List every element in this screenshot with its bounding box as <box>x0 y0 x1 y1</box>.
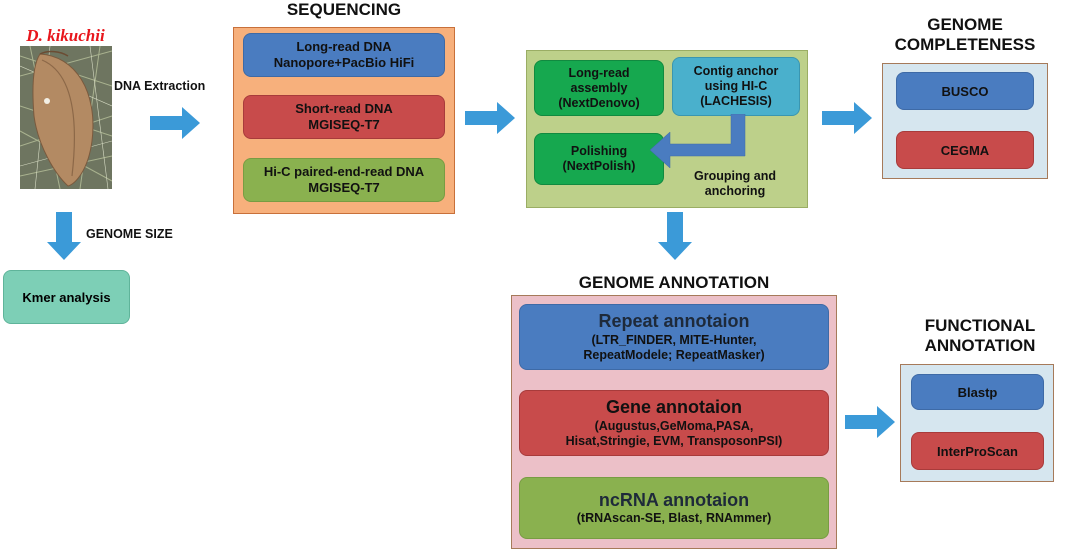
repeat-annotation-line2: RepeatModele; RepeatMasker) <box>583 347 765 362</box>
busco-label: BUSCO <box>941 83 989 99</box>
cegma-label: CEGMA <box>940 142 990 158</box>
grouping-anchoring-arrow <box>649 114 746 169</box>
ncrna-annotation-title: ncRNA annotaion <box>598 489 750 510</box>
completeness-title: GENOME COMPLETENESS <box>870 15 1060 56</box>
arrow-to-functional <box>845 406 895 438</box>
kmer-analysis-label: Kmer analysis <box>22 289 111 305</box>
completeness-title-line2: COMPLETENESS <box>894 35 1036 55</box>
polishing-box: Polishing (NextPolish) <box>534 133 664 185</box>
arrow-to-sequencing <box>150 107 200 139</box>
functional-title-line2: ANNOTATION <box>924 336 1036 356</box>
grouping-line2: anchoring <box>704 184 766 198</box>
dna-extraction-label: DNA Extraction <box>114 79 206 93</box>
long-read-line1: Long-read DNA <box>296 39 392 55</box>
annotation-title: GENOME ANNOTATION <box>578 273 770 292</box>
short-read-line1: Short-read DNA <box>295 101 393 117</box>
contig-anchor-box: Contig anchor using HI-C (LACHESIS) <box>672 57 800 116</box>
ncrna-annotation-box: ncRNA annotaion (tRNAscan-SE, Blast, RNA… <box>519 477 829 539</box>
blastp-label: Blastp <box>957 384 998 400</box>
blastp-box: Blastp <box>911 374 1044 410</box>
hic-dna-box: Hi-C paired-end-read DNA MGISEQ-T7 <box>243 158 445 202</box>
long-read-assembly-box: Long-read assembly (NextDenovo) <box>534 60 664 116</box>
contig-line1: Contig anchor <box>693 64 779 78</box>
cegma-box: CEGMA <box>896 131 1034 169</box>
gene-annotation-line2: Hisat,Stringie, EVM, TransposonPSI) <box>565 433 783 448</box>
interproscan-label: InterProScan <box>937 443 1018 459</box>
repeat-annotation-box: Repeat annotaion (LTR_FINDER, MITE-Hunte… <box>519 304 829 370</box>
arrow-to-assembly <box>465 102 515 134</box>
polishing-line2: (NextPolish) <box>562 159 636 173</box>
arrow-to-completeness <box>822 102 872 134</box>
arrow-to-annotation <box>658 212 692 260</box>
assembly-line3: (NextDenovo) <box>558 95 640 110</box>
grouping-line1: Grouping and <box>694 169 776 183</box>
sequencing-title: SEQUENCING <box>286 0 402 19</box>
completeness-title-line1: GENOME <box>927 15 1003 34</box>
kmer-analysis-box: Kmer analysis <box>3 270 130 324</box>
hic-line1: Hi-C paired-end-read DNA <box>263 164 425 180</box>
contig-line3: (LACHESIS) <box>700 94 772 108</box>
long-read-line2: Nanopore+PacBio HiFi <box>273 55 415 70</box>
busco-box: BUSCO <box>896 72 1034 110</box>
repeat-annotation-line1: (LTR_FINDER, MITE-Hunter, <box>591 332 757 347</box>
arrow-to-kmer <box>47 212 81 260</box>
gene-annotation-line1: (Augustus,GeMoma,PASA, <box>594 418 754 433</box>
genome-size-label: GENOME SIZE <box>86 227 173 241</box>
assembly-line1: Long-read <box>568 65 630 80</box>
functional-title-line1: FUNCTIONAL <box>924 316 1036 335</box>
functional-title: FUNCTIONAL ANNOTATION <box>898 316 1062 357</box>
contig-line2: using HI-C <box>704 79 768 93</box>
short-read-line2: MGISEQ-T7 <box>308 117 380 132</box>
ncrna-annotation-line1: (tRNAscan-SE, Blast, RNAmmer) <box>576 511 772 526</box>
short-read-dna-box: Short-read DNA MGISEQ-T7 <box>243 95 445 139</box>
gene-annotation-title: Gene annotaion <box>605 397 742 418</box>
interproscan-box: InterProScan <box>911 432 1044 470</box>
species-name: D. kikuchii <box>26 26 105 45</box>
polishing-line1: Polishing <box>570 144 628 158</box>
long-read-dna-box: Long-read DNA Nanopore+PacBio HiFi <box>243 33 445 77</box>
moth-photo <box>20 46 112 189</box>
repeat-annotation-title: Repeat annotaion <box>598 311 750 332</box>
assembly-line2: assembly <box>570 80 628 95</box>
hic-line2: MGISEQ-T7 <box>308 180 380 195</box>
grouping-anchoring-label: Grouping and anchoring <box>670 169 800 199</box>
gene-annotation-box: Gene annotaion (Augustus,GeMoma,PASA, Hi… <box>519 390 829 456</box>
